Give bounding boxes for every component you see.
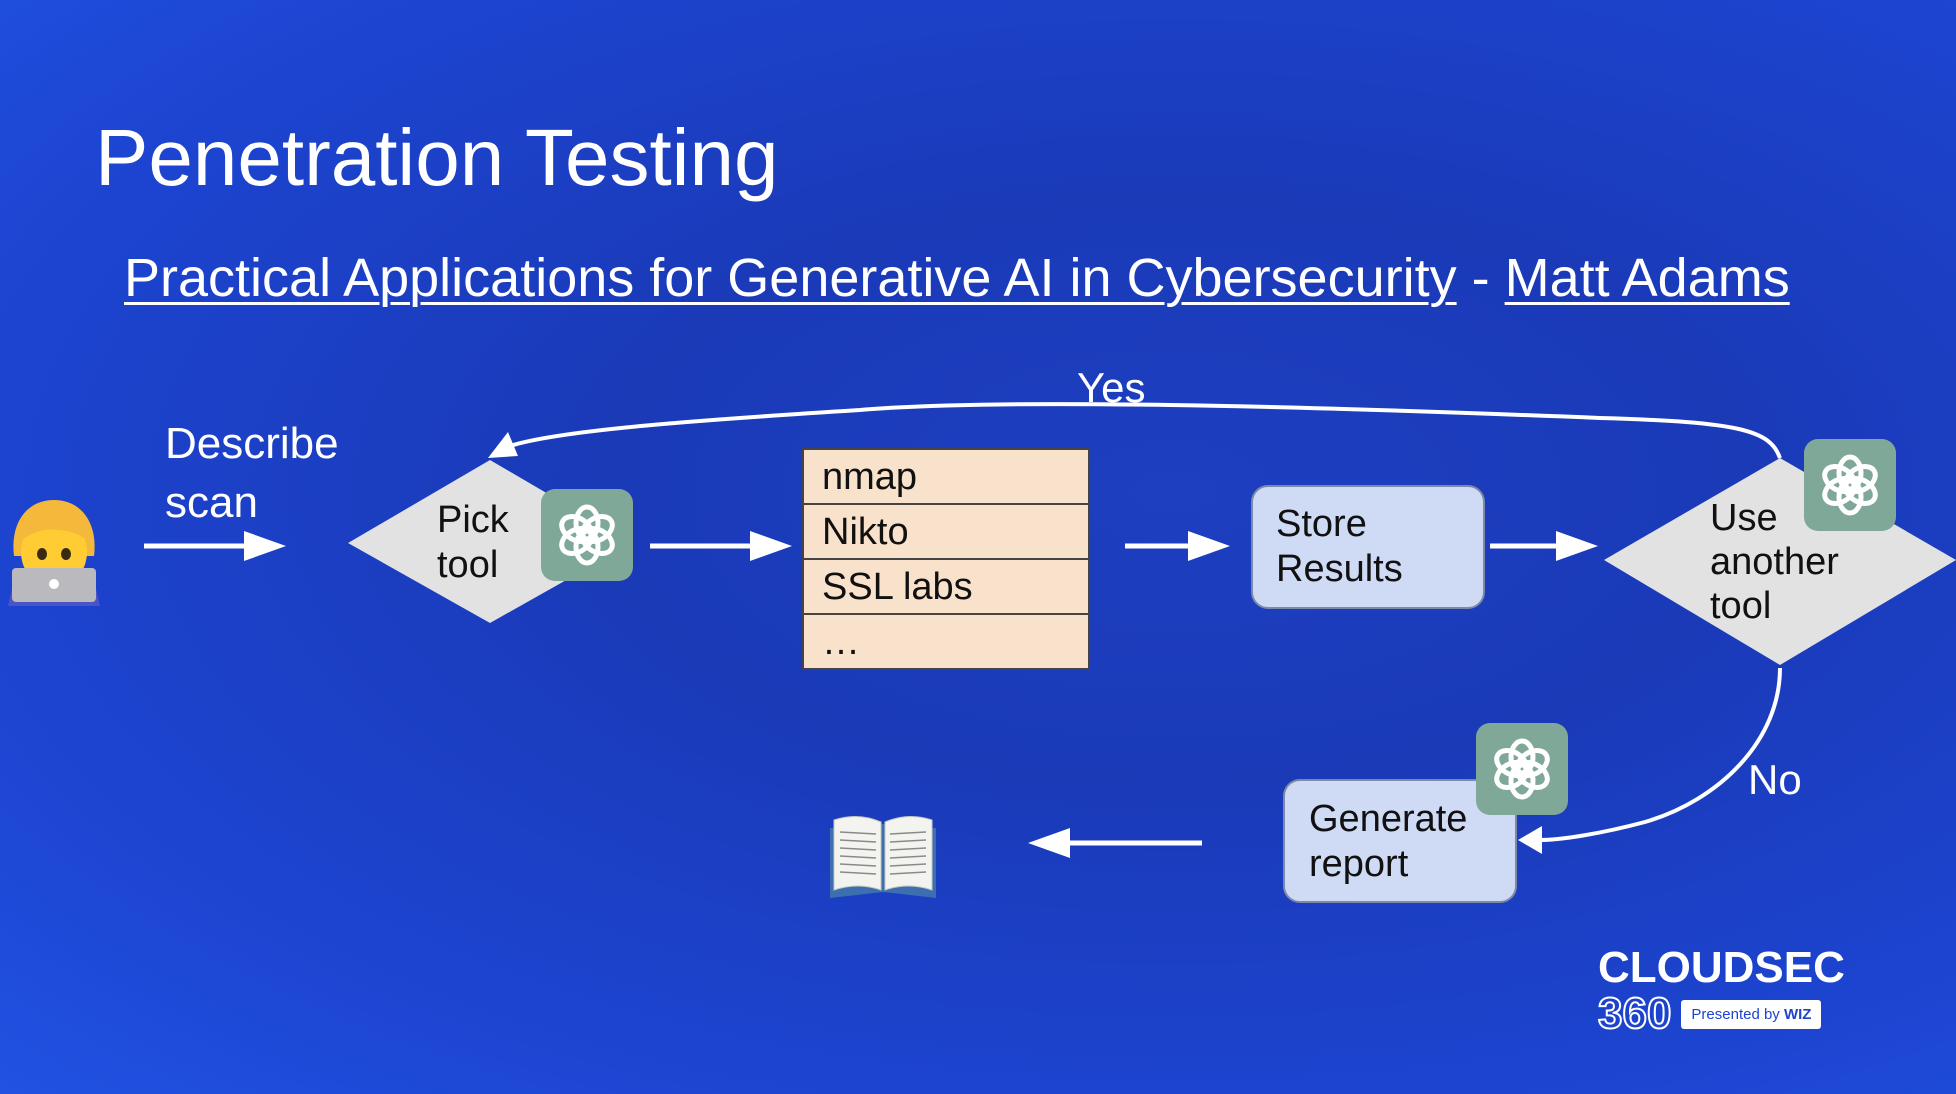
yes-label: Yes (1077, 364, 1146, 411)
describe-scan-label: Describe scan (165, 419, 339, 528)
person-laptop-icon (4, 494, 104, 606)
cloudsec-logo: CLOUDSEC 360 Presented by WIZ (1597, 943, 1845, 1038)
openai-logo-icon (1476, 723, 1568, 815)
arrow-yes-loop (488, 402, 1782, 459)
arrow-no-curve (1518, 667, 1782, 854)
subtitle-separator: - (1456, 248, 1505, 308)
tool-item-ssl-labs: SSL labs (804, 560, 1088, 615)
tool-item-more: … (822, 621, 860, 663)
slide-subtitle: Practical Applications for Generative AI… (124, 247, 1790, 309)
logo-number: 360 (1597, 989, 1672, 1038)
no-label: No (1748, 756, 1802, 803)
arrow-tools-to-store (1125, 531, 1230, 561)
presented-by-badge: Presented by WIZ (1681, 999, 1822, 1029)
slide-title: Penetration Testing (95, 113, 779, 202)
author-link[interactable]: Matt Adams (1504, 248, 1790, 308)
generate-report-box (1283, 779, 1517, 903)
openai-logo-icon (541, 489, 633, 581)
tools-list: nmap Nikto SSL labs … (802, 448, 1090, 670)
store-results-box (1251, 485, 1485, 609)
use-another-tool-label: Use another tool (1710, 497, 1839, 627)
logo-title: CLOUDSEC (1598, 943, 1845, 992)
open-book-icon (826, 812, 940, 902)
talk-link[interactable]: Practical Applications for Generative AI… (124, 248, 1457, 308)
pick-tool-label: Pick tool (437, 499, 509, 586)
pick-tool-diamond (348, 460, 632, 623)
arrow-report-to-book (1028, 828, 1202, 858)
tool-item-nmap: nmap (804, 450, 1088, 505)
generate-report-label: Generate report (1309, 798, 1468, 885)
tool-item-nikto: Nikto (804, 505, 1088, 560)
arrow-store-to-decision (1490, 531, 1598, 561)
store-results-label: Store Results (1276, 503, 1403, 590)
openai-logo-icon (1804, 439, 1896, 531)
arrow-describe-to-pick (144, 531, 286, 561)
arrow-pick-to-tools (650, 531, 792, 561)
